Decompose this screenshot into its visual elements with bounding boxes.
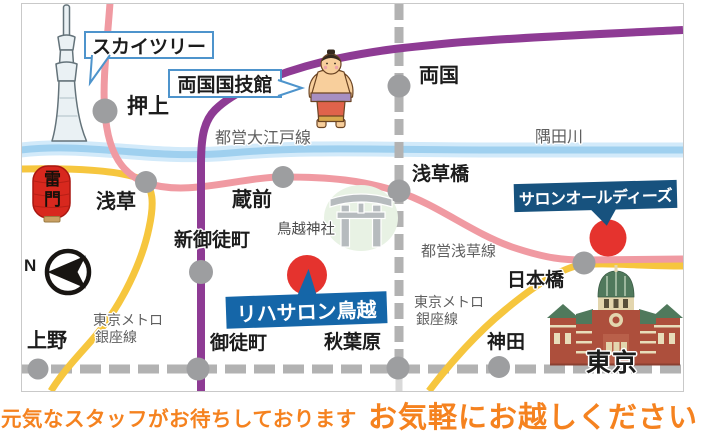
compass	[44, 248, 92, 296]
sumo-wrestler-illustration	[308, 49, 354, 129]
line-label-oedo: 都営大江戸線	[215, 130, 312, 147]
tokyo-station-illustration	[547, 265, 683, 366]
station-dot-ueno	[27, 358, 49, 380]
station-label-asakusabashi: 浅草橋	[412, 164, 470, 185]
station-dot-oshiage	[92, 98, 118, 124]
oedo-line	[197, 26, 683, 391]
torii-illustration	[324, 185, 398, 251]
sumida-river	[22, 140, 683, 163]
station-dot-asakusa	[135, 171, 157, 193]
station-label-kuramae: 蔵前	[232, 189, 272, 211]
footer-slogan-left: 元気なスタッフがお待ちしております	[1, 408, 357, 431]
callout-kokugikan-tail	[277, 79, 306, 97]
salon-oldies-label: サロンオールディーズ	[518, 187, 673, 209]
station-label-shin-okachimachi: 新御徒町	[174, 230, 251, 251]
ginza-line-east	[426, 260, 683, 391]
station-label-nihombashi: 日本橋	[507, 270, 565, 291]
line-label-ginza-east-2: 銀座線	[416, 311, 458, 327]
line-label-ginza-east-1: 東京メトロ	[414, 294, 484, 310]
station-dot-kanda	[488, 356, 510, 378]
station-dot-asakusabashi	[387, 179, 411, 203]
reha-salon-flag: リハサロン鳥越	[225, 268, 388, 329]
kaminarimon-label: 雷門	[41, 170, 60, 210]
station-label-oshiage: 押上	[127, 95, 169, 118]
station-dot-akihabara	[386, 356, 410, 380]
station-dot-nihombashi	[572, 251, 596, 275]
station-dot-kuramae	[272, 166, 294, 188]
line-label-ginza-west-1: 東京メトロ	[93, 312, 163, 328]
callout-kokugikan: 両国国技館	[168, 69, 306, 98]
station-label-akihabara: 秋葉原	[324, 332, 382, 353]
skytree-illustration	[51, 4, 88, 142]
station-label-asakusa: 浅草	[96, 191, 136, 213]
callout-skytree-label: スカイツリー	[91, 36, 206, 58]
station-dots	[27, 74, 596, 381]
station-label-kanda: 神田	[487, 332, 526, 353]
reha-salon-label: リハサロン鳥越	[236, 299, 377, 326]
compass-north-label: N	[24, 256, 37, 275]
station-dot-ryogoku	[387, 74, 411, 98]
salon-oldies-tail	[590, 208, 617, 226]
reha-salon-tail	[297, 268, 317, 296]
station-label-ueno: 上野	[27, 330, 67, 352]
station-dot-shin-okachimachi	[189, 260, 213, 284]
compass-north-arrow-icon	[47, 255, 86, 289]
ginza-line-west	[22, 165, 156, 391]
river-label-sumida: 隅田川	[535, 129, 584, 146]
footer-slogan-right: お気軽にお越しください	[368, 402, 699, 434]
salon-oldies-flag: サロンオールディーズ	[513, 179, 678, 226]
kaminarimon-lantern	[32, 165, 71, 223]
callout-kokugikan-label: 両国国技館	[177, 75, 273, 96]
station-label-okachimachi: 御徒町	[210, 333, 268, 354]
marker-dot-salon-oldies	[589, 219, 627, 257]
callout-skytree-tail	[88, 54, 111, 87]
landmark-label-torikoe-shrine: 鳥越神社	[277, 222, 335, 238]
line-label-asakusa: 都営浅草線	[421, 243, 497, 260]
station-label-tokyo: 東京	[586, 349, 639, 377]
station-dot-okachimachi	[186, 357, 210, 381]
callout-skytree: スカイツリー	[84, 31, 214, 87]
line-label-ginza-west-2: 銀座線	[95, 329, 137, 345]
station-label-ryogoku: 両国	[419, 65, 459, 87]
